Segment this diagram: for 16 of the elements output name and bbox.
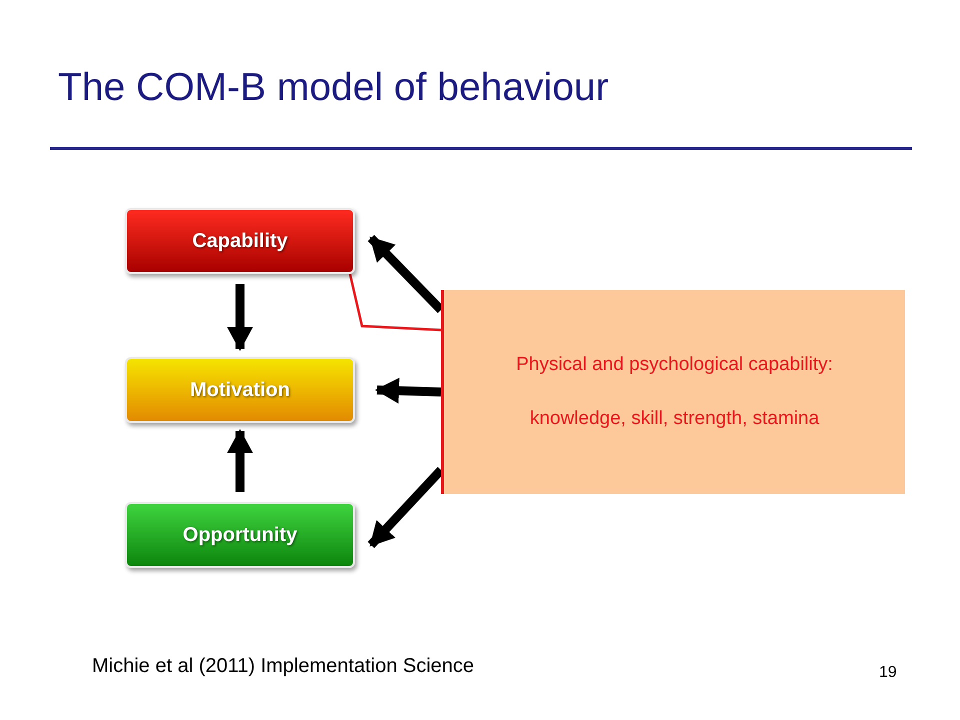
box-label: Capability — [192, 229, 288, 254]
arrow — [375, 378, 442, 404]
callout-text: Physical and psychological capability: — [515, 352, 834, 376]
box-label: Opportunity — [182, 523, 298, 548]
callout-box — [441, 290, 905, 494]
box-label: Motivation — [190, 378, 290, 403]
component-box — [125, 502, 355, 568]
arrow — [227, 429, 253, 492]
arrow — [227, 284, 253, 351]
page-number: 19 — [879, 663, 897, 683]
callout-text: knowledge, skill, strength, stamina — [528, 407, 820, 431]
component-box — [125, 208, 355, 274]
citation-text: Michie et al (2011) Implementation Science — [92, 654, 474, 679]
slide-title: The COM-B model of behaviour — [58, 65, 609, 111]
component-box — [125, 357, 355, 423]
connector-line — [348, 274, 442, 332]
